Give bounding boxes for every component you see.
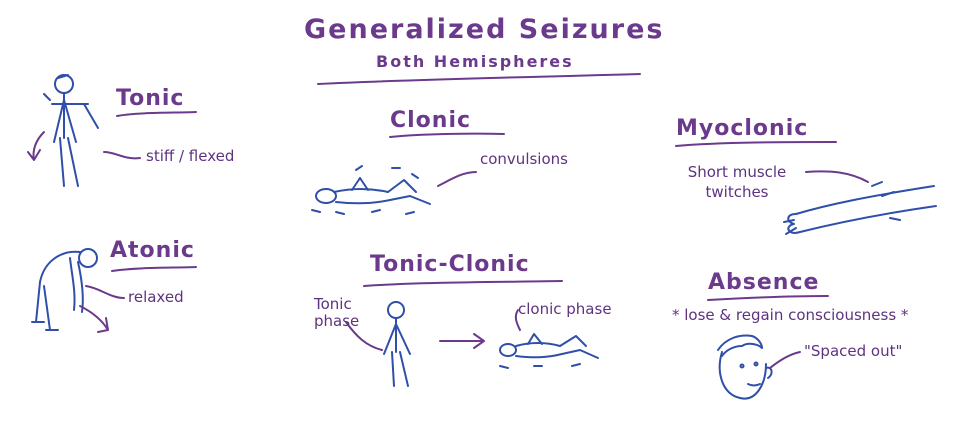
clonic-figure: [311, 165, 431, 215]
myoclonic-leader: [805, 170, 869, 183]
title-underline: [317, 73, 641, 85]
absence-quote: "Spaced out": [804, 342, 903, 360]
absence-leader: [769, 351, 801, 369]
tonic-clonic-heading: Tonic-Clonic: [370, 252, 530, 277]
absence-underline: [707, 295, 829, 301]
atonic-underline: [111, 266, 197, 272]
whiteboard-canvas: Generalized Seizures Both Hemispheres To…: [27, 14, 937, 400]
tonic-clonic-underline: [363, 280, 563, 287]
tonic-heading: Tonic: [116, 86, 185, 111]
tonic-leader: [103, 151, 141, 160]
clonic-heading: Clonic: [390, 108, 472, 133]
clonic-phase-leader: [514, 309, 521, 331]
absence-heading: Absence: [708, 270, 820, 295]
clonic-note: convulsions: [480, 150, 568, 168]
atonic-leader: [85, 285, 125, 299]
main-title: Generalized Seizures: [304, 14, 665, 45]
atonic-arrow: [79, 305, 109, 333]
atonic-heading: Atonic: [110, 238, 195, 263]
tonic-note: stiff / flexed: [146, 147, 235, 165]
drawings-layer: [27, 73, 937, 400]
myoclonic-underline: [675, 141, 837, 147]
phase-arrow: [439, 333, 485, 349]
clonic-leader: [437, 171, 477, 187]
clonic-underline: [389, 132, 505, 138]
tonic-figure: [43, 74, 99, 187]
atonic-note: relaxed: [128, 288, 184, 306]
tonic-phase-figure: [383, 301, 411, 387]
myoclonic-arm: [783, 181, 937, 235]
myoclonic-note: Short muscle twitches: [687, 163, 787, 201]
subtitle: Both Hemispheres: [376, 52, 574, 71]
clonic-phase-figure: [499, 333, 599, 369]
absence-face: [717, 334, 773, 400]
tonic-phase-label: Tonic phase: [314, 295, 360, 330]
tonic-arrow: [27, 131, 45, 161]
clonic-phase-label: clonic phase: [518, 300, 612, 318]
tonic-underline: [116, 111, 197, 117]
tonic-phase-leader: [345, 321, 383, 351]
atonic-figure: [31, 248, 98, 331]
bottom-band: [0, 400, 972, 427]
absence-note: * lose & regain consciousness *: [672, 306, 909, 324]
myoclonic-heading: Myoclonic: [676, 116, 809, 141]
